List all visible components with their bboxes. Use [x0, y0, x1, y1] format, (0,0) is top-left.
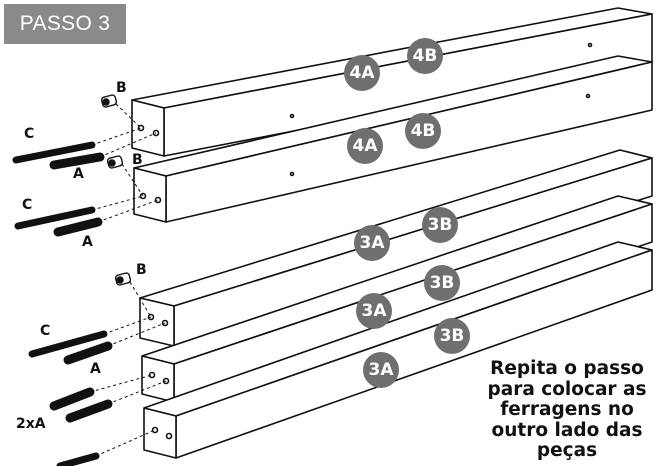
callout-3b-plank3: 3B	[422, 207, 458, 243]
cam-nut-b-2	[106, 155, 124, 169]
label-a-1: A	[73, 166, 84, 182]
callout-3a-plank5: 3A	[363, 352, 399, 388]
dowel-a-1	[49, 152, 105, 170]
callout-4b-plank1: 4B	[407, 38, 443, 74]
dowel-a-3	[63, 341, 113, 365]
cam-nut-b-1	[100, 94, 118, 108]
label-c-2: C	[22, 197, 33, 213]
label-b-3: B	[136, 262, 147, 278]
cam-nut-b-3	[114, 272, 132, 286]
instruction-line-1: Repita o passo	[490, 358, 644, 379]
callout-3a-plank3: 3A	[354, 225, 390, 261]
callout-4b-plank2: 4B	[405, 113, 441, 149]
callout-4a-plank1: 4A	[344, 55, 380, 91]
label-b-1: B	[116, 80, 127, 96]
label-c-3: C	[40, 323, 51, 339]
label-b-2: B	[132, 152, 143, 168]
bolt-c-3	[28, 330, 108, 358]
plank-3	[139, 149, 653, 347]
bolt-c-1	[12, 141, 96, 164]
dowel-a-pair-1	[49, 387, 95, 411]
callout-3b-plank5: 3B	[434, 318, 470, 354]
plank-5	[143, 241, 653, 459]
repeat-instruction: Repita o passo para colocar as ferragens…	[474, 358, 660, 462]
step-badge: PASSO 3	[4, 4, 126, 44]
callout-4a-plank2: 4A	[347, 128, 383, 164]
label-a-2: A	[82, 234, 93, 250]
label-a-3: A	[90, 361, 101, 377]
bolt-c-4	[56, 452, 100, 466]
instruction-line-4: outro lado das	[491, 419, 643, 441]
label-c-1: C	[24, 126, 35, 142]
bolt-c-2	[14, 206, 96, 230]
callout-3a-plank4: 3A	[356, 293, 392, 329]
label-2xa: 2xA	[16, 416, 46, 432]
dowel-a-2	[53, 217, 103, 237]
callout-3b-plank4: 3B	[424, 265, 460, 301]
instruction-line-2: para colocar as	[487, 378, 647, 400]
instruction-line-3: ferragens no	[500, 399, 634, 420]
dowel-a-pair-2	[65, 399, 113, 423]
plank-1	[131, 7, 653, 157]
plank-4	[141, 195, 653, 403]
instruction-line-5: peças	[536, 440, 598, 461]
